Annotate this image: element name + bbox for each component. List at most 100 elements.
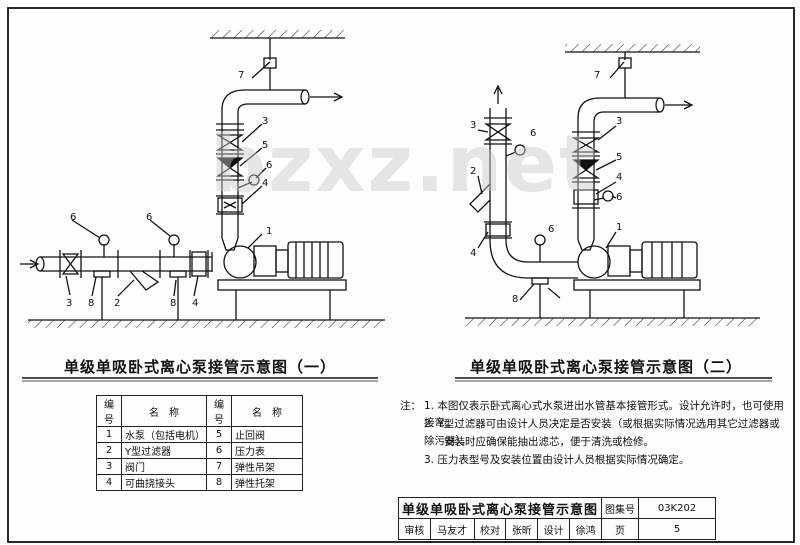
callout-d1-joint-b: 4 [192,298,198,309]
check-valve-1 [216,157,244,169]
diagram-1 [20,30,385,328]
pressure-gauge-1a [248,174,260,186]
y-strainer-2 [469,183,491,213]
page-number: 5 [638,518,717,540]
legend-no: 4 [96,474,122,491]
diagram-2 [465,44,760,326]
callout-d1-support: 8 [88,298,94,309]
legend-name: 压力表 [231,442,303,459]
legend-name: 可曲挠接头 [121,474,207,491]
note-line-3: 3. 压力表型号及安装位置由设计人员根据实际情况确定。 [424,454,690,466]
callout-d2-joint-b: 4 [470,248,476,259]
check-valve-2 [572,159,600,171]
note-line-2b: 安装时应确保能抽出滤芯，便于清洗或检修。 [444,436,654,448]
title-block: 单级单吸卧式离心泵接管示意图 图集号 03K202 审核 马友才 校对 张昕 设… [397,497,717,540]
callout-d2-pump: 1 [616,222,622,233]
legend-name: 水泵（包括电机） [121,426,207,443]
callout-d1-support-b: 8 [170,298,176,309]
pump-2 [577,245,611,279]
flexible-joint-2b [485,223,511,237]
legend-name: 弹性吊架 [231,458,303,475]
legend-no: 3 [96,458,122,475]
note-line-2: 2. Y型过滤器可由设计人员决定是否安装（或根据实际情况选用其它过滤器或除污器）… [424,418,780,447]
checker-label: 校对 [473,518,507,540]
legend-row: 1 水泵（包括电机） 5 止回阀 [96,426,303,443]
legend-name: 止回阀 [231,426,303,443]
diagram-1-title: 单级单吸卧式离心泵接管示意图（一） [64,358,337,376]
y-strainer-1 [129,270,160,291]
callout-d1-gauge-b: 6 [70,212,76,223]
legend-no: 6 [206,442,232,459]
legend-name: 阀门 [121,458,207,475]
atlas-label: 图集号 [601,497,640,519]
legend-name: Y型过滤器 [121,442,207,459]
callout-d1-hanger: 7 [238,70,244,81]
pressure-gauge-1c [168,234,180,246]
checker-name: 张昕 [505,518,539,540]
legend-header: 名 称 [121,395,207,427]
sheet-border [7,7,795,543]
watermark: bzxz.net [210,120,599,210]
notes-label: 注： [400,400,421,412]
diagram-2-title: 单级单吸卧式离心泵接管示意图（二） [470,358,743,376]
designer-label: 设计 [537,518,571,540]
callout-d1-gauge: 6 [266,160,272,171]
legend-no: 8 [206,474,232,491]
callout-d1-joint: 4 [262,178,268,189]
motor-1 [287,241,344,279]
title-block-title: 单级单吸卧式离心泵接管示意图 [397,497,603,519]
callout-d1-check: 5 [262,140,268,151]
callout-d2-hanger: 7 [594,70,600,81]
legend-row: 4 可曲挠接头 8 弹性托架 [96,474,303,491]
callout-d1-valve-b: 3 [66,298,72,309]
callout-d2-gauge: 6 [530,128,536,139]
callout-d2-check: 5 [616,152,622,163]
flexible-joint-2 [573,189,599,205]
callout-d2-valve-b: 3 [470,120,476,131]
legend-no: 5 [206,426,232,443]
legend-name: 弹性托架 [231,474,303,491]
callout-d2-valve: 3 [616,116,622,127]
callout-d2-gauge-b: 6 [616,192,622,203]
outlet-elbow-1 [221,89,305,120]
legend-header: 名 称 [231,395,303,427]
gate-valve-2 [571,137,601,153]
legend-row: 3 阀门 7 弹性吊架 [96,458,303,475]
note-line-1: 1. 本图仅表示卧式离心式水泵进出水管基本接管形式。设计允许时，也可使用接弯。 [424,400,784,429]
pump-base-1 [217,279,347,291]
pump-base-2 [573,279,701,291]
motor-2 [641,241,698,279]
pressure-gauge-2b [514,144,526,156]
pipe-support-1a [93,270,111,278]
callout-d1-gauge-c: 6 [146,212,152,223]
legend-no: 2 [96,442,122,459]
legend-no: 1 [96,426,122,443]
legend-table: 编号 名 称 编号 名 称 1 水泵（包括电机） 5 止回阀 2 Y型过滤器 6… [96,395,303,491]
callout-d1-strainer: 2 [114,298,120,309]
gate-valve-1 [215,134,245,151]
pressure-gauge-2a [602,190,614,202]
callout-d2-joint: 4 [616,172,622,183]
suction-valve-2 [483,123,513,141]
legend-no: 7 [206,458,232,475]
suction-valve-1 [61,253,80,275]
reviewer-label: 审核 [398,518,431,540]
pressure-gauge-2c [534,234,546,246]
legend-header-row: 编号 名 称 编号 名 称 [96,395,303,427]
legend-header: 编号 [206,395,232,427]
outlet-elbow-2 [577,97,660,130]
pipe-support-1b [169,270,187,278]
legend-header: 编号 [96,395,122,427]
pressure-gauge-1b [98,234,110,246]
flexible-joint-1b [191,251,207,277]
legend-row: 2 Y型过滤器 6 压力表 [96,442,303,459]
flexible-joint-1 [217,197,243,213]
callout-d1-valve: 3 [262,116,268,127]
pump-1 [223,245,257,279]
page-label: 页 [601,518,640,540]
reviewer-name: 马友才 [429,518,475,540]
callout-d2-support: 8 [512,294,518,305]
callout-d2-gauge-c: 6 [548,224,554,235]
